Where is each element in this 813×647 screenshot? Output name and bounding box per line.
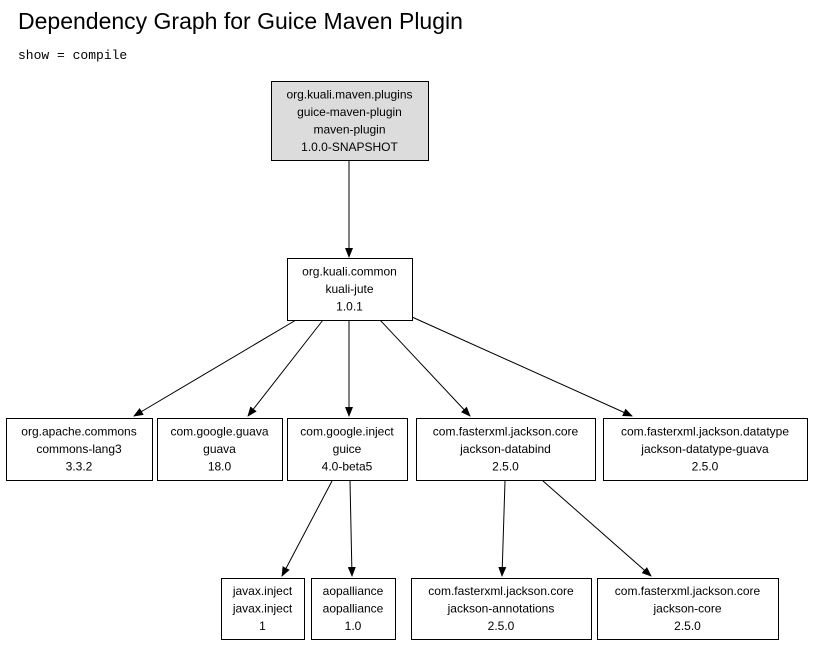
node-inject-group-id: javax.inject	[232, 584, 293, 598]
node-dtguava[interactable]: com.fasterxml.jackson.datatype jackson-da…	[603, 418, 808, 481]
node-guava-version: 18.0	[208, 460, 232, 474]
node-root-box	[271, 81, 429, 161]
scope-filter-label: show = compile	[18, 48, 128, 63]
edge-jute-guava-arrow	[247, 319, 324, 417]
node-aop-artifact-id: aopalliance	[323, 602, 384, 616]
edge-jute-databind-arrow	[379, 319, 471, 417]
nodes-layer: org.kuali.maven.plugins guice-maven-plugi…	[6, 81, 808, 640]
node-databind[interactable]: com.fasterxml.jackson.core jackson-databi…	[416, 418, 596, 481]
node-guice-box	[287, 418, 408, 481]
node-jute-group-id: org.kuali.common	[302, 265, 397, 279]
node-guice-version: 4.0-beta5	[322, 460, 373, 474]
node-annotations[interactable]: com.fasterxml.jackson.core jackson-annota…	[411, 578, 592, 640]
node-root-packaging: maven-plugin	[313, 122, 385, 136]
node-root-group-id: org.kuali.maven.plugins	[286, 87, 412, 101]
node-databind-artifact-id: jackson-databind	[459, 442, 551, 456]
edge-guice-inject-arrow	[281, 480, 333, 577]
node-inject-box	[221, 578, 305, 640]
node-root-version: 1.0.0-SNAPSHOT	[301, 140, 398, 154]
node-jcore-group-id: com.fasterxml.jackson.core	[615, 584, 761, 598]
node-databind-box	[416, 418, 596, 481]
edge-jute-lang3-arrow	[133, 319, 297, 417]
node-dtguava-version: 2.5.0	[692, 460, 719, 474]
page-title: Dependency Graph for Guice Maven Plugin	[18, 8, 463, 34]
node-jcore-version: 2.5.0	[674, 619, 701, 633]
node-jcore[interactable]: com.fasterxml.jackson.core jackson-core 2.…	[597, 578, 779, 640]
node-jute[interactable]: org.kuali.common kuali-jute 1.0.1	[287, 258, 413, 321]
node-guava[interactable]: com.google.guava guava 18.0	[157, 418, 283, 481]
node-annotations-box	[411, 578, 592, 640]
node-aop-group-id: aopalliance	[323, 584, 384, 598]
edge-databind-jcore-arrow	[542, 480, 652, 577]
node-jute-box	[287, 258, 413, 321]
node-inject-version: 1	[259, 619, 266, 633]
node-jcore-artifact-id: jackson-core	[652, 602, 721, 616]
edges-layer	[133, 160, 652, 577]
node-databind-version: 2.5.0	[492, 460, 519, 474]
node-jute-artifact-id: kuali-jute	[325, 282, 373, 296]
node-root-artifact-id: guice-maven-plugin	[297, 105, 402, 119]
edge-jute-dtguava-arrow	[411, 316, 633, 417]
node-guice-group-id: com.google.inject	[300, 425, 394, 439]
node-lang3-box	[6, 418, 153, 481]
node-jute-version: 1.0.1	[336, 300, 363, 314]
node-guava-box	[157, 418, 283, 481]
node-jcore-box	[597, 578, 779, 640]
node-databind-group-id: com.fasterxml.jackson.core	[433, 425, 579, 439]
node-guava-group-id: com.google.guava	[170, 425, 268, 439]
node-dtguava-box	[603, 418, 808, 481]
node-inject-artifact-id: javax.inject	[232, 602, 293, 616]
edge-guice-aop-arrow	[347, 480, 356, 577]
node-lang3-artifact-id: commons-lang3	[36, 442, 122, 456]
node-inject[interactable]: javax.inject javax.inject 1	[221, 578, 305, 640]
node-aop[interactable]: aopalliance aopalliance 1.0	[311, 578, 396, 640]
node-guava-artifact-id: guava	[203, 442, 236, 456]
node-dtguava-group-id: com.fasterxml.jackson.datatype	[621, 425, 789, 439]
node-annotations-version: 2.5.0	[488, 619, 515, 633]
node-aop-version: 1.0	[345, 619, 362, 633]
node-guice[interactable]: com.google.inject guice 4.0-beta5	[287, 418, 408, 481]
node-dtguava-artifact-id: jackson-datatype-guava	[640, 442, 769, 456]
edge-databind-annotations-arrow	[498, 480, 507, 577]
node-annotations-group-id: com.fasterxml.jackson.core	[428, 584, 574, 598]
node-annotations-artifact-id: jackson-annotations	[447, 602, 555, 616]
node-guice-artifact-id: guice	[333, 442, 362, 456]
node-root[interactable]: org.kuali.maven.plugins guice-maven-plugi…	[271, 81, 429, 161]
node-lang3-version: 3.3.2	[66, 460, 93, 474]
node-lang3[interactable]: org.apache.commons commons-lang3 3.3.2	[6, 418, 153, 481]
node-lang3-group-id: org.apache.commons	[21, 425, 136, 439]
node-aop-box	[311, 578, 396, 640]
